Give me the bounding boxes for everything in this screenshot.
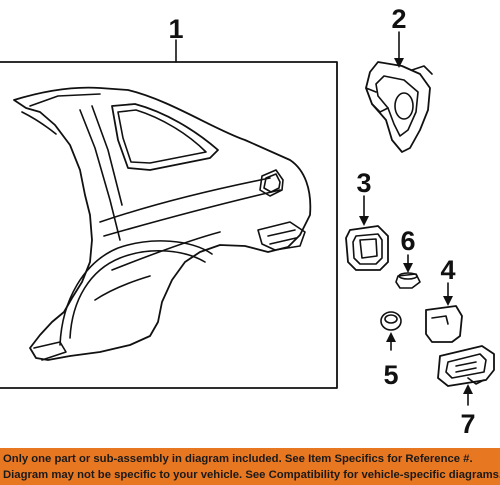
arrow-7: [463, 384, 473, 394]
quarter-panel-drawing: [13, 86, 312, 361]
callout-3: 3: [356, 168, 371, 198]
arrow-5: [386, 332, 396, 342]
callout-6: 6: [400, 226, 415, 256]
fuel-door-drawing: [425, 305, 463, 343]
arrow-6: [403, 263, 413, 273]
arrow-3: [359, 216, 369, 226]
disclaimer-line-1: Only one part or sub-assembly in diagram…: [3, 453, 473, 465]
arrow-4: [443, 296, 453, 306]
fuel-door-pocket-drawing: [345, 225, 389, 271]
bumper-clip-drawing: [395, 272, 421, 289]
arrow-2: [394, 58, 404, 68]
callout-1: 1: [168, 14, 183, 44]
part1-frame: [0, 61, 338, 389]
callout-2: 2: [391, 4, 406, 34]
parts-diagram: 1 2 3 6 4 5 7: [0, 4, 495, 439]
fuel-filler-housing-drawing: [365, 61, 433, 153]
fuel-door-assembly-drawing: [437, 345, 495, 387]
callout-4: 4: [440, 255, 455, 285]
callout-5: 5: [383, 360, 398, 390]
grommet-plug-drawing: [380, 311, 402, 331]
disclaimer-banner: Only one part or sub-assembly in diagram…: [0, 448, 500, 485]
callout-7: 7: [460, 409, 475, 439]
disclaimer-line-2: Diagram may not be specific to your vehi…: [3, 469, 500, 481]
